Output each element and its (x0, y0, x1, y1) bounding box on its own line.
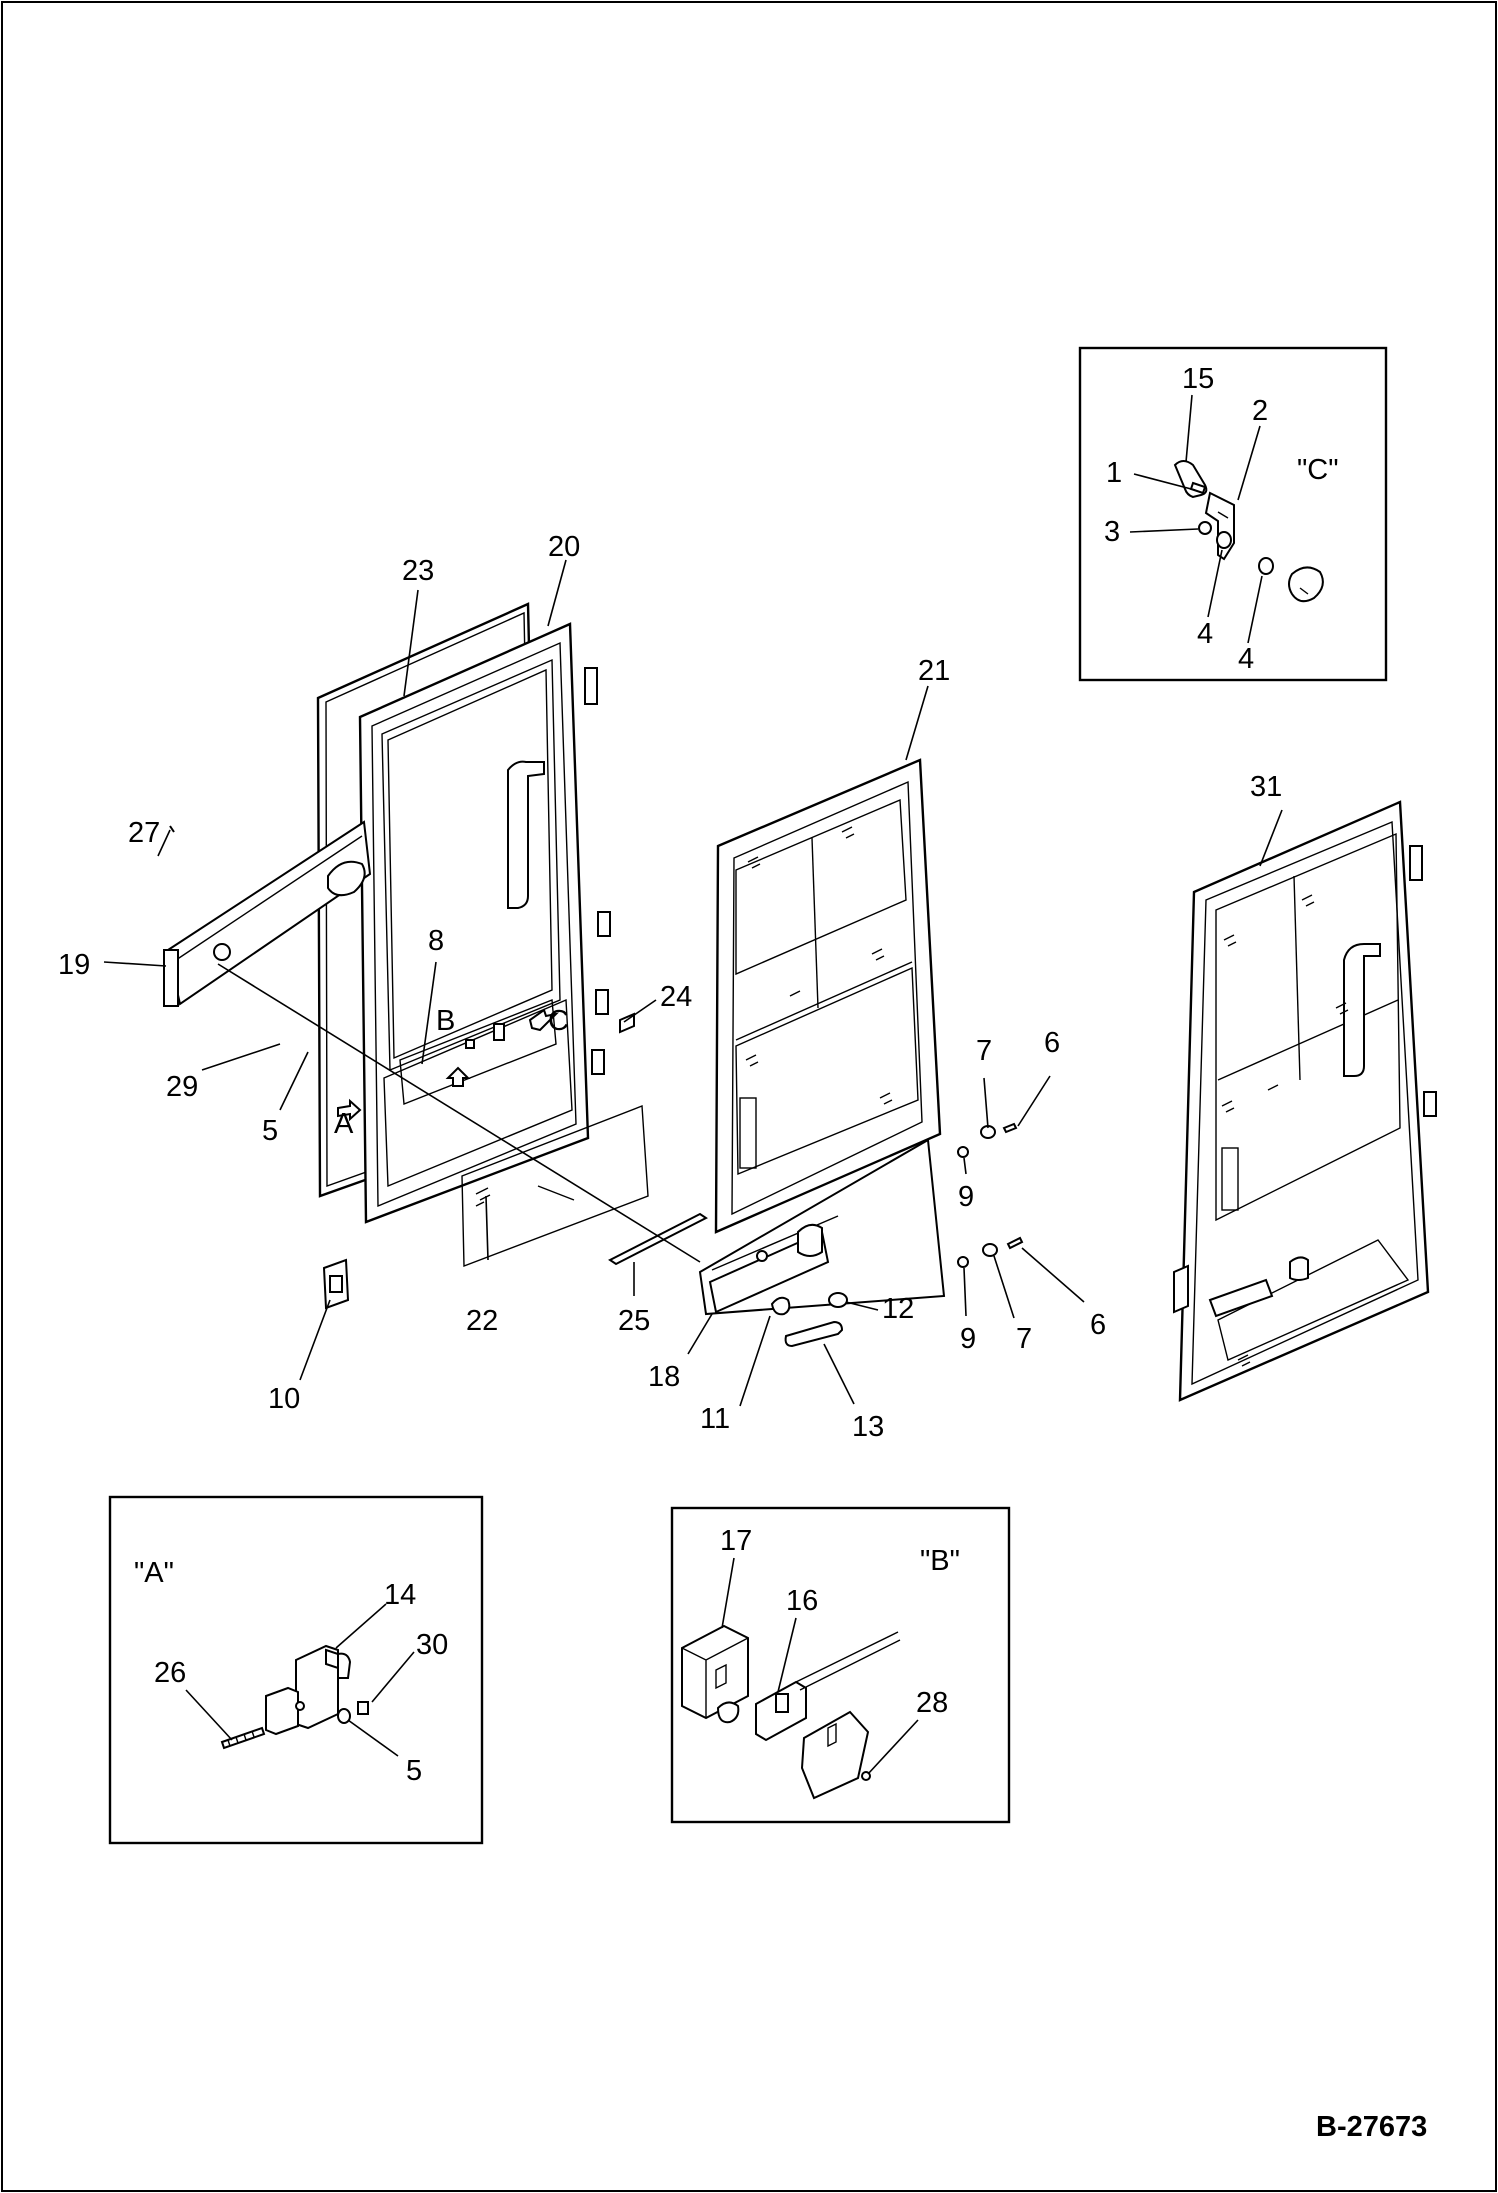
callout-25: 25 (618, 1305, 650, 1337)
callout-5: 5 (262, 1115, 278, 1147)
callout-22: 22 (466, 1305, 498, 1337)
detail-title-b: "B" (920, 1545, 960, 1577)
lower-door-panel-assembly (698, 1138, 946, 1348)
callout-18: 18 (648, 1361, 680, 1393)
callout-3: 3 (1104, 516, 1120, 548)
callout-1: 1 (1106, 457, 1122, 489)
callout-10: 10 (268, 1383, 300, 1415)
callout-6: 6 (1090, 1309, 1106, 1341)
callout-15: 15 (1182, 363, 1214, 395)
callout-29: 29 (166, 1071, 198, 1103)
callout-16: 16 (786, 1585, 818, 1617)
callout-31: 31 (1250, 771, 1282, 803)
assembled-door (1173, 800, 1437, 1402)
callout-26: 26 (154, 1657, 186, 1689)
lock-housing-part (681, 1624, 749, 1720)
callout-9: 9 (958, 1181, 974, 1213)
drawing-number: B-27673 (1316, 2111, 1427, 2143)
callout-19: 19 (58, 949, 90, 981)
callout-11: 11 (700, 1403, 730, 1435)
callout-2: 2 (1252, 395, 1268, 427)
hinge-strap-assembly (163, 820, 372, 1007)
view-marker-a: A (334, 1108, 354, 1140)
detail-title-a: "A" (134, 1557, 174, 1589)
door-window-assembly (714, 758, 942, 1234)
callout-7: 7 (976, 1035, 992, 1067)
callout-4: 4 (1238, 643, 1254, 675)
callout-24: 24 (660, 981, 692, 1013)
callout-17: 17 (720, 1525, 752, 1557)
callout-6: 6 (1044, 1027, 1060, 1059)
door-frame-assembly: A B C (316, 602, 611, 1224)
callout-12: 12 (882, 1293, 914, 1325)
callout-20: 20 (548, 531, 580, 563)
handle-part (784, 1320, 844, 1348)
callout-4: 4 (1197, 618, 1213, 650)
callout-21: 21 (918, 655, 950, 687)
view-marker-b: B (436, 1005, 455, 1037)
detail-box-c: "C" 15 2 1 3 4 4 (1078, 346, 1388, 682)
detail-box-a: "A" 14 30 26 5 (108, 1495, 484, 1845)
detail-title-c: "C" (1297, 454, 1339, 486)
striker-part (322, 1258, 350, 1310)
callout-23: 23 (402, 555, 434, 587)
callout-labels: 23 20 21 31 27 19 8 24 29 5 22 25 10 18 … (58, 531, 1282, 1443)
callout-5: 5 (406, 1755, 422, 1787)
callout-9: 9 (960, 1323, 976, 1355)
callout-27: 27 (128, 817, 160, 849)
callout-14: 14 (384, 1579, 416, 1611)
channel-strip-part (608, 1212, 708, 1266)
callout-28: 28 (916, 1687, 948, 1719)
knob-part (1288, 566, 1324, 603)
callout-8: 8 (428, 925, 444, 957)
callout-7: 7 (1016, 1323, 1032, 1355)
lower-glass-part (461, 1105, 649, 1268)
view-marker-c: C (548, 1005, 569, 1037)
callout-13: 13 (852, 1411, 884, 1443)
detail-box-b: "B" 17 16 28 (670, 1506, 1011, 1824)
callout-30: 30 (416, 1629, 448, 1661)
leader-lines (103, 559, 1283, 1407)
hardware-fasteners (957, 1122, 1024, 1268)
